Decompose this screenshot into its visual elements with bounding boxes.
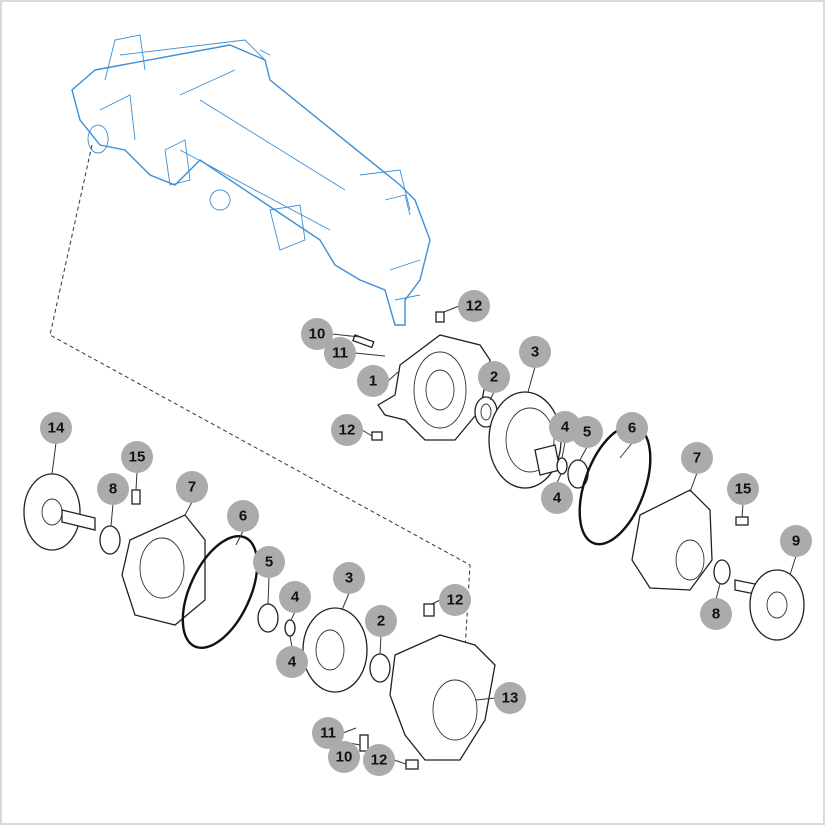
plug-part-12 (405, 759, 419, 770)
bolt-part-10 (359, 734, 369, 752)
cover-part-7 (121, 514, 206, 626)
callout-label: 1 (369, 373, 377, 390)
callout-5[interactable]: 5 (571, 416, 603, 448)
callout-label: 12 (339, 422, 356, 439)
callout-2[interactable]: 2 (478, 361, 510, 393)
callout-4[interactable]: 4 (276, 646, 308, 678)
callout-label: 7 (188, 479, 196, 496)
callout-label: 11 (332, 345, 348, 362)
callout-4[interactable]: 4 (279, 581, 311, 613)
callout-label: 10 (309, 326, 326, 343)
callout-12[interactable]: 12 (331, 414, 363, 446)
bearing-part-5 (257, 603, 279, 633)
callout-label: 4 (291, 589, 300, 606)
callout-label: 8 (712, 606, 720, 623)
callout-label: 5 (265, 554, 273, 571)
callout-1[interactable]: 1 (357, 365, 389, 397)
bearing-part-2 (369, 653, 391, 683)
ring-part-4 (284, 619, 296, 637)
callout-label: 12 (466, 298, 483, 315)
flange-shaft-part-14 (23, 473, 96, 551)
seal-part-8 (99, 525, 121, 555)
callout-label: 4 (553, 490, 562, 507)
flange-shaft-part-9 (734, 569, 805, 641)
callout-label: 4 (561, 419, 570, 436)
callout-label: 9 (792, 533, 800, 550)
plug-part-12 (423, 603, 435, 617)
callout-10[interactable]: 10 (328, 741, 360, 773)
callout-label: 6 (628, 420, 636, 437)
callout-11[interactable]: 11 (324, 337, 356, 369)
callout-7[interactable]: 7 (176, 471, 208, 503)
callout-3[interactable]: 3 (333, 562, 365, 594)
callout-8[interactable]: 8 (700, 598, 732, 630)
callout-15[interactable]: 15 (121, 441, 153, 473)
callout-14[interactable]: 14 (40, 412, 72, 444)
callout-label: 2 (377, 613, 385, 630)
callout-label: 11 (320, 725, 336, 742)
callout-label: 7 (693, 450, 701, 467)
bolt-part-15 (131, 489, 141, 505)
hub-disc-part-3 (302, 607, 368, 693)
callout-label: 3 (531, 344, 539, 361)
callout-6[interactable]: 6 (227, 500, 259, 532)
housing-part-13 (389, 634, 496, 761)
callout-6[interactable]: 6 (616, 412, 648, 444)
callout-12[interactable]: 12 (458, 290, 490, 322)
housing-part-1 (377, 334, 491, 441)
callout-label: 13 (502, 690, 519, 707)
callout-7[interactable]: 7 (681, 442, 713, 474)
plug-part-12 (371, 431, 383, 441)
callout-label: 6 (239, 508, 247, 525)
cover-part-7 (631, 489, 713, 591)
callout-label: 10 (336, 749, 353, 766)
callout-label: 15 (735, 481, 752, 498)
callout-2[interactable]: 2 (365, 605, 397, 637)
callout-label: 12 (447, 592, 464, 609)
callout-label: 8 (109, 481, 117, 498)
callout-13[interactable]: 13 (494, 682, 526, 714)
callout-3[interactable]: 3 (519, 336, 551, 368)
bolt-part-15 (735, 516, 749, 526)
seal-part-8 (713, 559, 731, 585)
callout-leaders (51, 305, 797, 765)
bolt-part-10 (352, 334, 375, 349)
ring-part-4 (556, 457, 568, 475)
plug-part-12 (435, 311, 445, 323)
callout-9[interactable]: 9 (780, 525, 812, 557)
callout-10[interactable]: 10 (301, 318, 333, 350)
callout-12[interactable]: 12 (439, 584, 471, 616)
callout-15[interactable]: 15 (727, 473, 759, 505)
axle-tube-assembly (71, 34, 431, 326)
callout-12[interactable]: 12 (363, 744, 395, 776)
hub-disc-part-3 (488, 391, 562, 489)
callout-label: 14 (48, 420, 65, 437)
callout-8[interactable]: 8 (97, 473, 129, 505)
callout-label: 2 (490, 369, 498, 386)
gasket-part-6 (181, 534, 259, 650)
callout-label: 4 (288, 654, 297, 671)
callout-11[interactable]: 11 (312, 717, 344, 749)
callout-label: 12 (371, 752, 388, 769)
callout-label: 5 (583, 424, 591, 441)
callout-label: 15 (129, 449, 146, 466)
callout-4[interactable]: 4 (541, 482, 573, 514)
callout-5[interactable]: 5 (253, 546, 285, 578)
callout-label: 3 (345, 570, 353, 587)
